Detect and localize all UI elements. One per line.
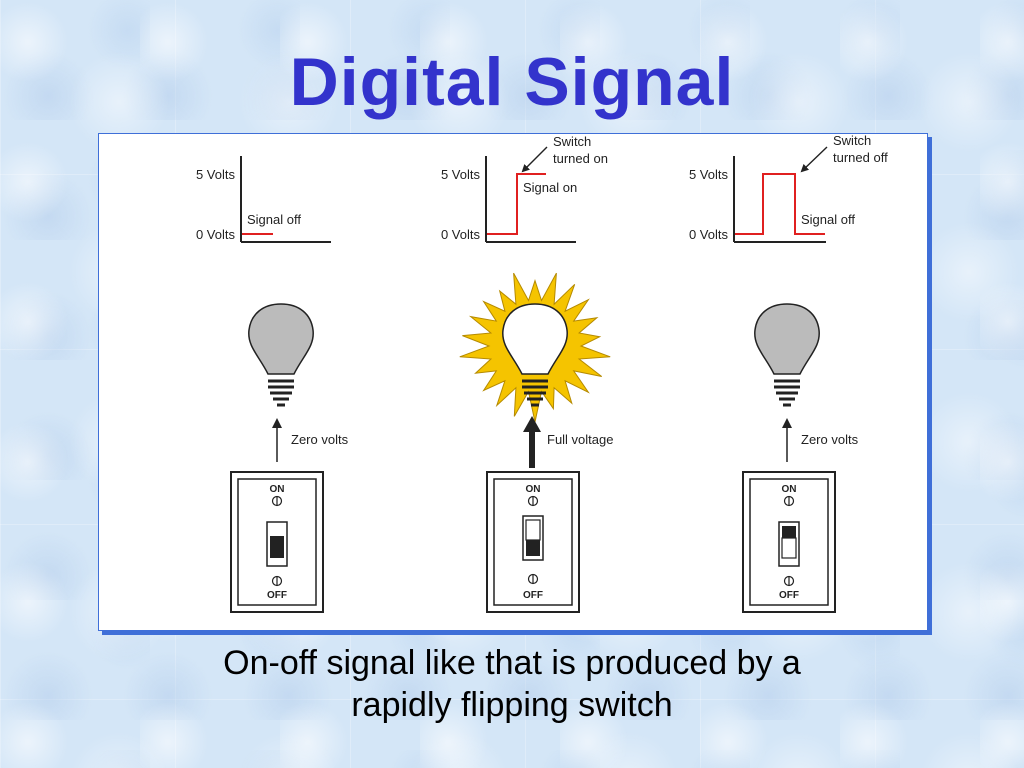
bulb-base-icon [774,379,800,407]
slide-title: Digital Signal [289,44,735,120]
bulb-glass-icon [754,303,820,375]
signal-label: Signal off [247,212,301,227]
bulb-base-icon [268,379,294,407]
label-5-volts: 5 Volts [689,167,729,182]
annotation-line-1: Switch [833,134,871,148]
voltage-label: Zero volts [801,432,859,447]
label-0-volts: 0 Volts [441,227,481,242]
voltage-label: Zero volts [291,432,349,447]
wall-switch-off: ON OFF [230,471,324,613]
voltage-label: Full voltage [547,432,613,447]
bulb-glass-icon [502,303,568,375]
caption-line-1: On-off signal like that is produced by a [223,644,801,682]
bulb-glass-icon [248,303,314,375]
switch-on-label: ON [782,484,797,495]
switch-off-label: OFF [779,590,799,601]
voltage-arrow-zero: Zero volts [272,418,349,462]
annotation-line-2: turned on [553,151,608,166]
digital-signal-diagram: 5 Volts 0 Volts Signal off 5 Volts 0 Vol… [196,134,888,613]
label-0-volts: 0 Volts [196,227,236,242]
switch-on-label: ON [526,484,541,495]
label-5-volts: 5 Volts [196,167,236,182]
annotation-arrow [800,146,828,173]
toggle-lever-icon [782,526,796,538]
signal-trace [487,173,546,235]
screw-icon [271,575,283,587]
signal-label: Signal on [523,180,577,195]
switch-on-label: ON [270,484,285,495]
label-0-volts: 0 Volts [689,227,729,242]
signal-trace [735,173,825,235]
caption-line-2: rapidly flipping switch [351,686,673,724]
wall-switch-off: ON OFF [742,471,836,613]
wall-switch-on: ON OFF [486,471,580,613]
light-bulb-on [459,272,611,423]
diagram-panel: 5 Volts 0 Volts Signal off 5 Volts 0 Vol… [98,133,928,631]
screw-icon [783,495,795,507]
switch-off-label: OFF [523,590,543,601]
screw-icon [271,495,283,507]
annotation-arrow [521,146,548,173]
signal-label: Signal off [801,212,855,227]
voltage-arrow-full: Full voltage [523,416,613,468]
annotation-line-2: turned off [833,150,888,165]
signal-graph-on: 5 Volts 0 Volts Signal on Switch turned … [441,134,608,243]
light-bulb-off [248,303,314,407]
voltage-arrow-zero: Zero volts [782,418,859,462]
screw-icon [527,573,539,585]
bulb-base-icon [522,379,548,407]
annotation-line-1: Switch [553,134,591,149]
switch-off-label: OFF [267,590,287,601]
toggle-lever-icon [525,519,541,541]
screw-icon [783,575,795,587]
signal-graph-pulse: 5 Volts 0 Volts Signal off Switch turned… [689,134,888,243]
light-bulb-off [754,303,820,407]
screw-icon [527,495,539,507]
label-5-volts: 5 Volts [441,167,481,182]
slide-caption: On-off signal like that is produced by a… [0,642,1024,726]
toggle-lever-icon [270,536,284,558]
signal-graph-off: 5 Volts 0 Volts Signal off [196,156,331,243]
